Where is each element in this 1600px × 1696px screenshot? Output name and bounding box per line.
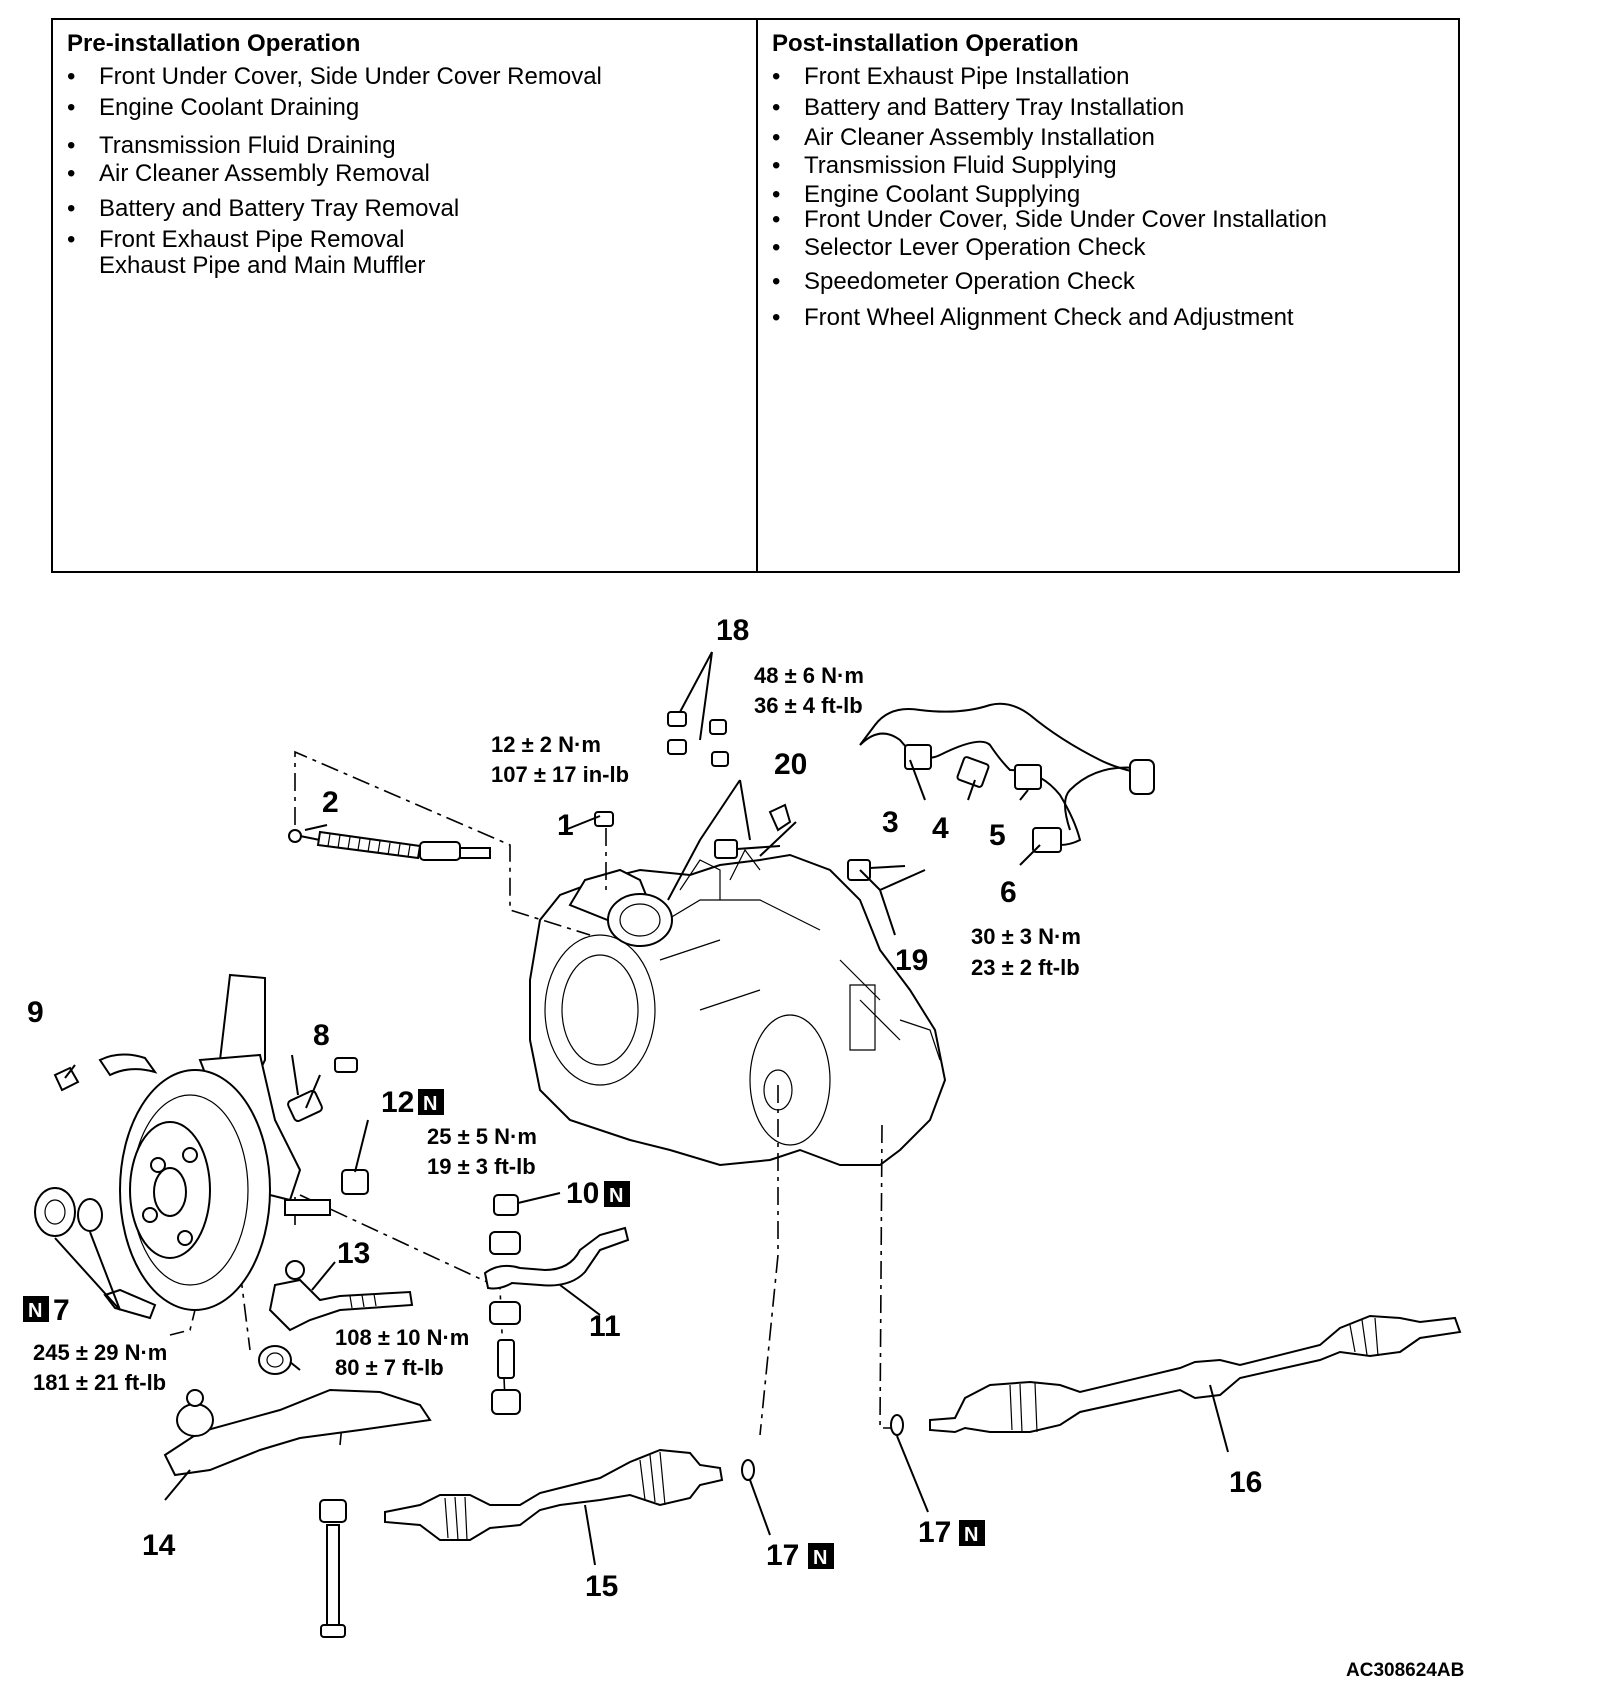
callout-7: 7: [53, 1294, 70, 1327]
callout-9: 9: [27, 996, 44, 1029]
new-part-mark: N: [959, 1520, 985, 1546]
callout-15: 15: [585, 1570, 618, 1603]
callout-17b-group: 17 N: [918, 1516, 985, 1549]
list-item: •Battery and Battery Tray Installation: [772, 94, 1185, 121]
drive-shaft-right: [890, 1314, 1462, 1436]
torque-7-imperial: 181 ± 21 ft-lb: [33, 1370, 166, 1395]
callout-5: 5: [989, 819, 1006, 852]
list-item: •Front Exhaust Pipe Installation: [772, 63, 1130, 90]
callout-13: 13: [337, 1237, 370, 1270]
callout-20: 20: [774, 748, 807, 781]
operations-table: Pre-installation Operation •Front Under …: [51, 18, 1460, 573]
shift-cable: [288, 829, 491, 861]
svg-text:N: N: [28, 1300, 42, 1322]
connector-5: [1014, 764, 1042, 790]
clip-9: [53, 1066, 80, 1092]
pre-installation-heading: Pre-installation Operation: [67, 30, 361, 57]
self-locking-nut-12: [341, 1169, 369, 1195]
torque-12-imperial: 19 ± 3 ft-lb: [427, 1154, 536, 1179]
callout-17a-group: 17 N: [766, 1539, 834, 1572]
svg-text:N: N: [813, 1547, 827, 1569]
torque-1-metric: 12 ± 2 N·m: [491, 732, 601, 757]
list-item: •Battery and Battery Tray Removal: [67, 195, 460, 222]
callout-6: 6: [1000, 876, 1017, 909]
connector-3: [904, 744, 932, 770]
torque-1-imperial: 107 ± 17 in-lb: [491, 762, 629, 787]
svg-text:N: N: [423, 1093, 437, 1115]
pre-installation-column: Pre-installation Operation •Front Under …: [53, 20, 758, 571]
list-item: •Selector Lever Operation Check: [772, 234, 1146, 261]
circlip-17b: [890, 1414, 904, 1436]
callout-17b: 17: [918, 1516, 951, 1549]
callout-17a: 17: [766, 1539, 799, 1572]
list-item: •Engine Coolant Supplying: [772, 181, 1081, 208]
callout-14: 14: [142, 1529, 176, 1562]
lower-arm-fasteners: [103, 1288, 292, 1375]
callout-12: 12: [381, 1086, 414, 1119]
new-part-mark: N: [23, 1296, 49, 1322]
callout-7-group: N 7: [23, 1294, 70, 1327]
callout-11: 11: [589, 1310, 621, 1343]
callout-12-group: 12 N: [381, 1086, 444, 1119]
callout-18: 18: [716, 614, 749, 647]
svg-text:N: N: [964, 1524, 978, 1546]
list-item: •Air Cleaner Assembly Removal: [67, 160, 430, 187]
stabilizer-link: [483, 1194, 630, 1415]
tie-rod-end: [268, 1260, 414, 1332]
torque-20-metric: 48 ± 6 N·m: [754, 663, 864, 688]
list-item: •Front Under Cover, Side Under Cover Ins…: [772, 206, 1327, 233]
torque-19-imperial: 23 ± 2 ft-lb: [971, 955, 1080, 980]
hub-nut: [34, 1187, 103, 1237]
torque-13-metric: 108 ± 10 N·m: [335, 1325, 469, 1350]
callout-10: 10: [566, 1177, 599, 1210]
knuckle-hub-assembly: [53, 973, 358, 1311]
leader-lines: [54, 651, 1229, 1566]
callout-19: 19: [895, 944, 928, 977]
list-item: •Front Under Cover, Side Under Cover Rem…: [67, 63, 602, 90]
bolt-1: [594, 811, 614, 827]
wheel-speed-sensor: [287, 1090, 323, 1122]
circlip-17a: [741, 1459, 755, 1481]
small-fasteners: [594, 711, 906, 881]
torque-12-metric: 25 ± 5 N·m: [427, 1124, 537, 1149]
list-item: •Speedometer Operation Check: [772, 268, 1135, 295]
list-item: •Engine Coolant Draining: [67, 94, 360, 121]
callout-1: 1: [557, 809, 574, 842]
torque-specs: 12 ± 2 N·m 107 ± 17 in-lb 48 ± 6 N·m 36 …: [33, 663, 1081, 1395]
callout-4: 4: [932, 812, 949, 845]
transaxle-exploded-diagram: 1 2 3 4 5 6 N 7 8 9 10 N 11 12 N 13 14 1…: [23, 614, 1464, 1681]
post-installation-column: Post-installation Operation •Front Exhau…: [758, 20, 1458, 571]
list-item: •Front Wheel Alignment Check and Adjustm…: [772, 304, 1294, 331]
callout-16: 16: [1229, 1466, 1262, 1499]
transaxle-case: [529, 848, 947, 1167]
list-item: •Transmission Fluid Draining: [67, 132, 396, 159]
torque-13-imperial: 80 ± 7 ft-lb: [335, 1355, 444, 1380]
callout-10-group: 10 N: [566, 1177, 630, 1210]
torque-19-metric: 30 ± 3 N·m: [971, 924, 1081, 949]
post-installation-heading: Post-installation Operation: [772, 30, 1079, 57]
new-part-mark: N: [418, 1089, 444, 1115]
figure-id: AC308624AB: [1346, 1660, 1464, 1681]
callout-8: 8: [313, 1019, 330, 1052]
lower-arm: [163, 1388, 432, 1638]
connector-4: [956, 756, 990, 788]
callout-2: 2: [322, 786, 339, 819]
list-item: •Transmission Fluid Supplying: [772, 152, 1117, 179]
wiring-harness: [859, 702, 1155, 853]
svg-text:N: N: [609, 1185, 623, 1207]
drive-shaft-left: [384, 1448, 755, 1541]
callout-labels: 1 2 3 4 5 6 N 7 8 9 10 N 11 12 N 13 14 1…: [23, 614, 1262, 1603]
torque-7-metric: 245 ± 29 N·m: [33, 1340, 167, 1365]
torque-20-imperial: 36 ± 4 ft-lb: [754, 693, 863, 718]
new-part-mark: N: [604, 1181, 630, 1207]
new-part-mark: N: [808, 1543, 834, 1569]
list-item: •Air Cleaner Assembly Installation: [772, 124, 1155, 151]
callout-3: 3: [882, 806, 899, 839]
